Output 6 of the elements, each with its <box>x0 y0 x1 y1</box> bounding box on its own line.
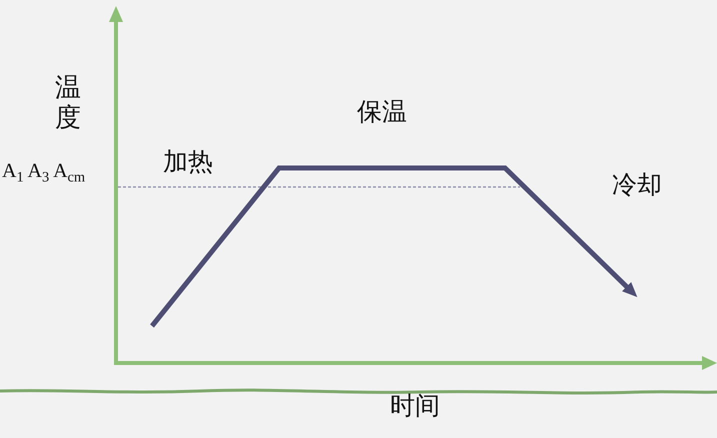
stage-label: 加热 <box>163 149 213 178</box>
axis-title: 温度 <box>55 73 81 133</box>
critical-temperature-label: A$_{1}$ A$_{3}$ A$_{cm}$ <box>2 160 86 183</box>
stage-label: 冷却 <box>612 172 662 201</box>
axis-title: 时间 <box>390 393 440 422</box>
stage-label: 保温 <box>357 99 407 128</box>
